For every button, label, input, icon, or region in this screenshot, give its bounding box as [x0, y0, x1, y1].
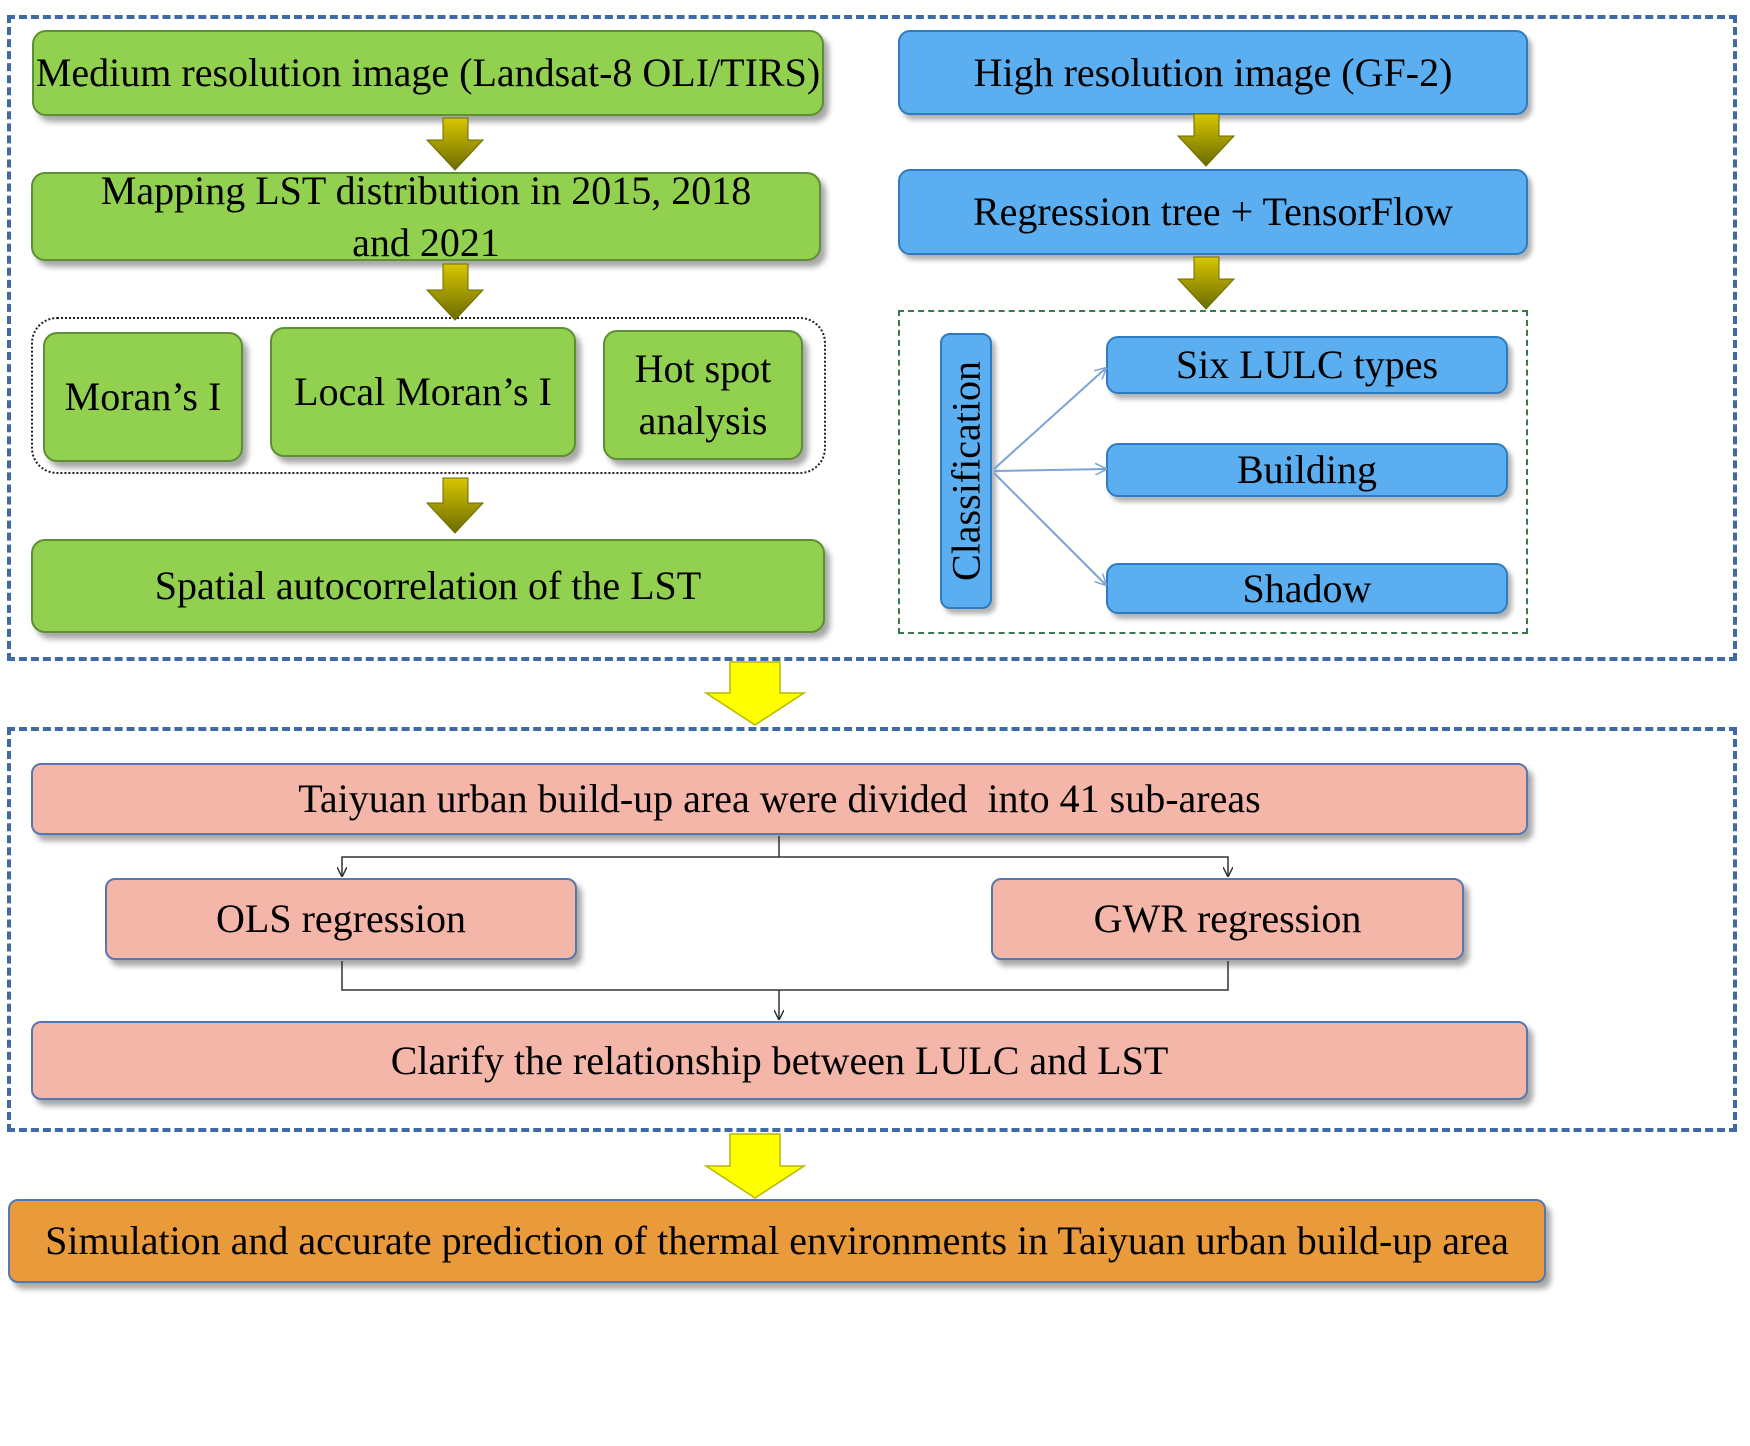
shadow-label: Shadow	[1242, 565, 1372, 611]
local-morans-i-box: Local Moran’s I	[270, 327, 576, 457]
olive-arrow-5	[1176, 256, 1236, 310]
spatial-autocorrelation-label: Spatial autocorrelation of the LST	[154, 563, 702, 608]
olive-arrow-1	[425, 117, 485, 171]
sub-areas-label: Taiyuan urban build-up area were divided…	[298, 776, 1261, 821]
regression-tree-box: Regression tree + TensorFlow	[898, 169, 1528, 255]
building-label: Building	[1236, 447, 1378, 492]
hot-spot-analysis-box: Hot spot analysis	[603, 330, 803, 460]
regression-tree-label: Regression tree + TensorFlow	[972, 189, 1454, 234]
mapping-lst-label: Mapping LST distribution in 2015, 2018 a…	[100, 167, 752, 265]
top-section-frame	[7, 15, 1737, 661]
local-morans-i-label: Local Moran’s I	[294, 369, 552, 414]
gwr-regression-label: GWR regression	[1093, 896, 1362, 941]
split-to-gwr	[779, 856, 1228, 876]
clarify-relationship-label: Clarify the relationship between LULC an…	[390, 1037, 1169, 1083]
high-resolution-image-box: High resolution image (GF-2)	[898, 30, 1528, 115]
clarify-relationship-box: Clarify the relationship between LULC an…	[31, 1021, 1528, 1100]
morans-i-label: Moran’s I	[64, 374, 222, 419]
arrow-to-six-lulc	[993, 368, 1106, 470]
yellow-arrow-2	[703, 1133, 807, 1199]
six-lulc-types-label: Six LULC types	[1175, 342, 1439, 387]
yellow-arrow-1	[703, 661, 807, 726]
split-to-ols	[342, 856, 779, 876]
olive-arrow-2	[425, 263, 485, 321]
merge-connector	[341, 961, 1229, 991]
spatial-autocorrelation-box: Spatial autocorrelation of the LST	[31, 539, 825, 633]
ols-regression-label: OLS regression	[216, 896, 466, 941]
simulation-box: Simulation and accurate prediction of th…	[8, 1199, 1546, 1283]
high-resolution-image-label: High resolution image (GF-2)	[973, 49, 1453, 95]
arrow-to-building	[993, 469, 1106, 471]
sub-areas-box: Taiyuan urban build-up area were divided…	[31, 763, 1528, 835]
building-box: Building	[1106, 443, 1508, 497]
olive-arrow-3	[425, 477, 485, 534]
classification-box: Classification	[940, 333, 992, 609]
hot-spot-analysis-label: Hot spot analysis	[634, 346, 772, 443]
arrow-to-shadow	[993, 472, 1106, 585]
simulation-label: Simulation and accurate prediction of th…	[45, 1218, 1509, 1263]
medium-resolution-image-box: Medium resolution image (Landsat-8 OLI/T…	[32, 30, 824, 116]
mapping-lst-box: Mapping LST distribution in 2015, 2018 a…	[31, 168, 821, 265]
shadow-box: Shadow	[1106, 563, 1508, 614]
spatial-methods-group	[31, 317, 826, 474]
six-lulc-types-box: Six LULC types	[1106, 336, 1508, 394]
classification-group	[898, 310, 1528, 634]
middle-section-frame	[7, 727, 1737, 1132]
olive-arrow-4	[1176, 113, 1236, 167]
gwr-regression-box: GWR regression	[991, 878, 1464, 960]
ols-regression-box: OLS regression	[105, 878, 577, 960]
morans-i-box: Moran’s I	[43, 332, 243, 462]
medium-resolution-image-label: Medium resolution image (Landsat-8 OLI/T…	[35, 50, 821, 95]
